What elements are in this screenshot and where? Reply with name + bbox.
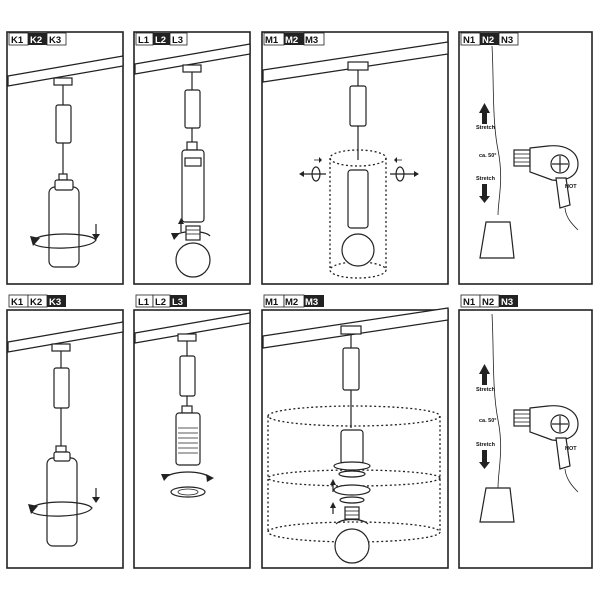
lamp-shade-cone <box>479 221 515 259</box>
down-arrow-icon <box>482 450 487 462</box>
step-label-n2: N2 <box>482 297 494 308</box>
step-label-n3: N3 <box>501 35 513 46</box>
canopy-cylinder <box>55 104 72 144</box>
step-header-k-bottom: K1 K2 K3 <box>8 294 66 308</box>
screw-right-icon <box>390 157 419 182</box>
track-adapter <box>51 343 71 352</box>
up-arrow-icon <box>479 364 490 374</box>
up-arrow-icon <box>479 103 490 113</box>
light-bulb <box>334 528 370 564</box>
step-label-k1: K1 <box>11 297 24 308</box>
illustration-k-bottom <box>7 321 124 547</box>
illustration-m-bottom <box>262 307 449 564</box>
lamp-socket <box>347 169 369 229</box>
step-label-m1: M1 <box>265 297 279 308</box>
pendant-cable <box>491 313 502 489</box>
step-header-l-bottom: L1 L2 L3 <box>135 294 187 308</box>
rotate-arrow-icon <box>31 501 93 517</box>
track-adapter <box>182 64 202 73</box>
step-label-n1: N1 <box>463 297 476 308</box>
stretch-label-up: Stretch <box>476 125 496 131</box>
panel-n-bottom <box>458 309 593 569</box>
ceiling-track <box>7 55 124 87</box>
rotate-arrow-icon <box>335 518 369 525</box>
ceiling-track <box>134 312 251 344</box>
step-label-l3: L3 <box>172 297 183 308</box>
step-label-l2: L2 <box>155 297 166 308</box>
track-adapter <box>347 61 369 71</box>
step-label-l3: L3 <box>172 35 183 46</box>
step-label-k2: K2 <box>30 297 42 308</box>
ceiling-track <box>7 321 124 353</box>
light-bulb <box>175 242 211 278</box>
step-label-l2: L2 <box>155 35 166 46</box>
step-label-n2: N2 <box>482 35 494 46</box>
hair-dryer-icon: HOT <box>513 405 579 493</box>
shade-ring <box>170 486 206 498</box>
lamp-shade-cone <box>479 487 515 523</box>
shade-ring <box>333 484 371 496</box>
ceiling-track <box>134 43 251 75</box>
step-header-n-bottom: N1 N2 N3 <box>460 294 518 308</box>
illustration-n-bottom: Stretch ca. 50° Stretch HOT <box>476 313 579 523</box>
canopy-cylinder <box>184 89 201 129</box>
lamp-socket <box>175 412 201 466</box>
canopy-cylinder <box>179 355 196 397</box>
step-label-m2: M2 <box>285 297 298 308</box>
illustration-k-top <box>7 55 124 268</box>
hot-label: HOT <box>565 184 577 190</box>
hair-dryer-icon: HOT <box>513 145 579 231</box>
angle-label: ca. 50° <box>479 418 497 424</box>
step-label-m3: M3 <box>305 35 318 46</box>
step-header-n-top: N1 N2 N3 <box>460 32 519 46</box>
step-header-m-bottom: M1 M2 M3 <box>263 294 324 308</box>
step-label-k2: K2 <box>30 35 42 46</box>
track-adapter <box>177 333 197 342</box>
step-label-k1: K1 <box>11 35 24 46</box>
canopy-cylinder <box>53 367 70 409</box>
hot-label: HOT <box>565 446 577 452</box>
down-arrow-icon <box>482 184 487 196</box>
step-label-n1: N1 <box>463 35 476 46</box>
step-header-k-top: K1 K2 K3 <box>8 32 67 46</box>
stretch-label-up: Stretch <box>476 387 496 393</box>
step-label-l1: L1 <box>138 297 150 308</box>
illustration-m-top <box>262 41 449 279</box>
step-label-n3: N3 <box>501 297 513 308</box>
track-adapter <box>340 325 362 335</box>
light-bulb <box>341 233 375 267</box>
stretch-label-down: Stretch <box>476 442 496 448</box>
pendant-cable <box>491 45 502 216</box>
stretch-label-down: Stretch <box>476 176 496 182</box>
lamp-socket <box>340 429 364 465</box>
canopy-cylinder <box>349 85 367 127</box>
step-label-m2: M2 <box>285 35 298 46</box>
step-label-k3: K3 <box>49 297 61 308</box>
step-label-m1: M1 <box>265 35 279 46</box>
step-header-m-top: M1 M2 M3 <box>263 32 325 46</box>
step-header-l-top: L1 L2 L3 <box>135 32 188 46</box>
illustration-n-top: Stretch ca. 50° Stretch HOT <box>476 45 579 259</box>
illustration-l-bottom <box>134 312 251 498</box>
canopy-cylinder <box>342 347 360 391</box>
step-label-k3: K3 <box>49 35 61 46</box>
step-label-l1: L1 <box>138 35 150 46</box>
step-label-m3: M3 <box>305 297 318 308</box>
lamp-shade <box>48 186 80 268</box>
illustration-l-top <box>134 43 251 278</box>
angle-label: ca. 50° <box>479 153 497 159</box>
screw-left-icon <box>299 157 326 182</box>
track-adapter <box>53 77 73 86</box>
lamp-socket <box>181 149 205 223</box>
